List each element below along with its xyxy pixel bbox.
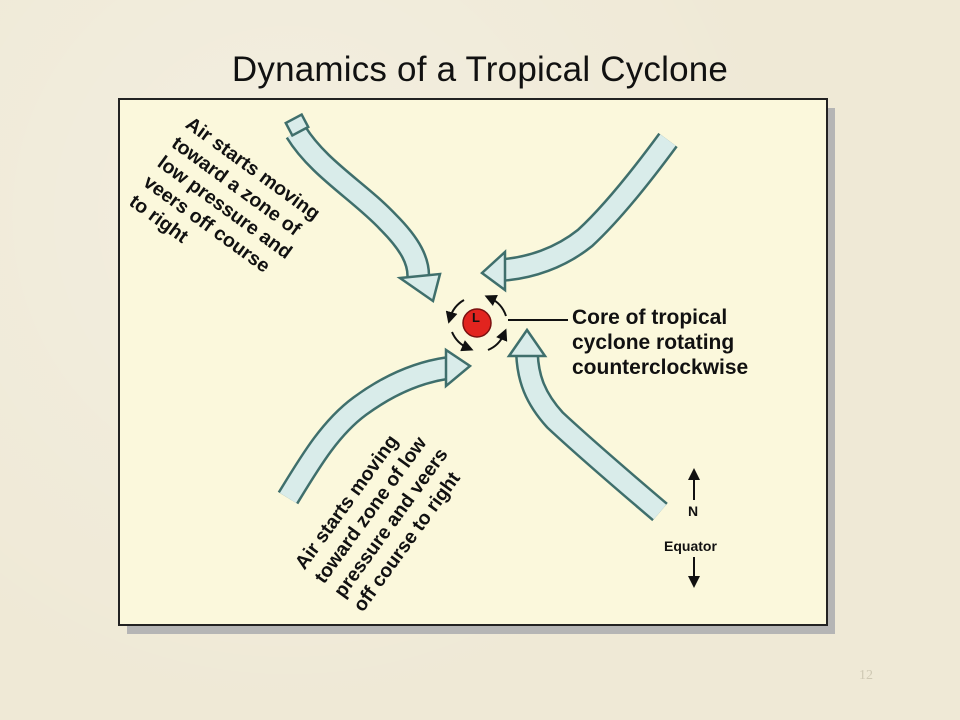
core-rotation-arrows bbox=[445, 295, 508, 352]
sw-inflow-arrow bbox=[277, 347, 473, 505]
se-inflow-arrow bbox=[506, 327, 668, 522]
core-label-line: counterclockwise bbox=[572, 356, 749, 379]
low-symbol: L bbox=[472, 310, 480, 325]
low-pressure-center bbox=[462, 308, 492, 338]
compass-north-label: N bbox=[688, 503, 699, 519]
core-label-line: Core of tropical bbox=[572, 306, 728, 329]
core-label-line: cyclone rotating bbox=[572, 331, 735, 354]
slide-title: Dynamics of a Tropical Cyclone bbox=[231, 50, 729, 89]
nw-inflow-arrow bbox=[284, 112, 442, 304]
core-label: Core of tropical cyclone rotating counte… bbox=[572, 305, 748, 380]
ne-inflow-arrow bbox=[480, 132, 678, 293]
page-number: 12 bbox=[859, 668, 873, 683]
compass-equator-label: Equator bbox=[664, 538, 717, 554]
diagram-panel bbox=[118, 98, 828, 626]
